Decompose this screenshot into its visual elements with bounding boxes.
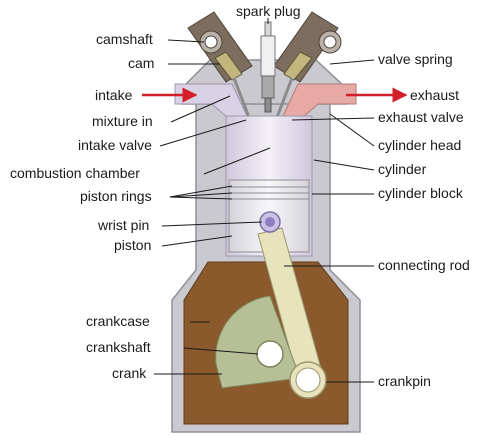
label-combustion-chamber: combustion chamber bbox=[10, 165, 140, 181]
label-intake: intake bbox=[95, 87, 133, 103]
label-crank: crank bbox=[112, 365, 147, 381]
label-piston-rings: piston rings bbox=[80, 188, 152, 204]
label-wrist-pin: wrist pin bbox=[97, 217, 149, 233]
label-crankshaft: crankshaft bbox=[86, 339, 151, 355]
label-crankpin: crankpin bbox=[378, 373, 431, 389]
label-piston: piston bbox=[114, 237, 151, 253]
label-valve-spring: valve spring bbox=[378, 51, 453, 67]
label-intake-valve: intake valve bbox=[78, 137, 152, 153]
label-exhaust: exhaust bbox=[410, 87, 459, 103]
label-camshaft: camshaft bbox=[96, 31, 153, 47]
crankpin-inner bbox=[296, 368, 320, 392]
label-cylinder-block: cylinder block bbox=[378, 185, 464, 201]
wrist-pin-inner bbox=[265, 217, 275, 227]
spark-plug bbox=[261, 22, 275, 112]
label-exhaust-valve: exhaust valve bbox=[378, 109, 464, 125]
label-crankcase: crankcase bbox=[86, 313, 150, 329]
label-connecting-rod: connecting rod bbox=[378, 257, 470, 273]
label-cylinder: cylinder bbox=[378, 161, 427, 177]
label-mixture-in: mixture in bbox=[92, 113, 153, 129]
crankshaft-journal bbox=[257, 341, 283, 367]
label-spark-plug: spark plug bbox=[236, 3, 301, 19]
label-cylinder-head: cylinder head bbox=[378, 137, 461, 153]
label-cam: cam bbox=[128, 55, 154, 71]
